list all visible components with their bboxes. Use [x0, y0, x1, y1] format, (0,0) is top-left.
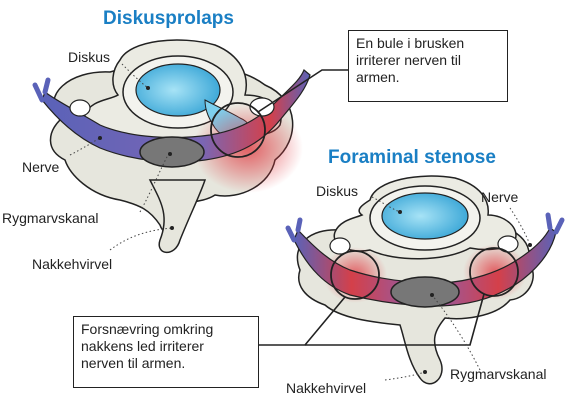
- callout-line: nerven til armen.: [81, 355, 251, 372]
- leader-dot: [398, 210, 402, 214]
- prolapse-callout-box: En bule i brusken irriterer nerven til a…: [348, 30, 508, 102]
- prolapse-title: Diskusprolaps: [103, 8, 234, 30]
- label-diskus-2: Diskus: [316, 183, 358, 199]
- leader-dot: [423, 370, 427, 374]
- label-spinal-canal-1: Rygmarvskanal: [2, 210, 98, 226]
- label-spinal-canal-2: Rygmarvskanal: [450, 366, 546, 382]
- spinal-canal: [140, 137, 204, 167]
- foramen-left: [70, 100, 90, 116]
- label-vertebra-2: Nakkehvirvel: [286, 380, 366, 396]
- callout-line: nakkens led irriterer: [81, 338, 251, 355]
- stenosis-callout-box: Forsnævring omkring nakkens led irritere…: [73, 316, 259, 388]
- leader-dot: [146, 86, 150, 90]
- callout-line: En bule i brusken: [356, 35, 500, 52]
- callout-line: irriterer nerven til: [356, 52, 500, 69]
- label-diskus-1: Diskus: [68, 49, 110, 65]
- stenosis-title: Foraminal stenose: [328, 147, 496, 169]
- nerve-end-right-2: [548, 215, 562, 232]
- leader-dot: [168, 152, 172, 156]
- leader-dot: [170, 226, 174, 230]
- callout-line: Forsnævring omkring: [81, 321, 251, 338]
- label-nerve-2: Nerve: [481, 189, 518, 205]
- label-nerve-1: Nerve: [22, 159, 59, 175]
- disc-nucleus-2: [382, 193, 468, 239]
- leader-dot: [98, 136, 102, 140]
- label-vertebra-1: Nakkehvirvel: [32, 256, 112, 272]
- stenosis-illustration: [256, 176, 562, 384]
- spinal-canal-2: [391, 277, 459, 307]
- callout-line: armen.: [356, 69, 500, 86]
- leader-dot: [528, 243, 532, 247]
- leader-dot: [430, 293, 434, 297]
